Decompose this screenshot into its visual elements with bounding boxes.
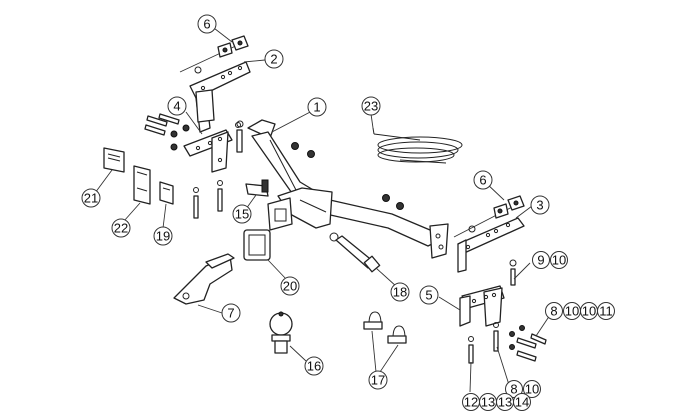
svg-text:4: 4 [173,99,180,114]
callout-6-left: 6 [197,14,217,34]
callout-23: 23 [361,96,381,116]
callout-group-9-10: 9 10 [532,251,568,269]
callout-10: 10 [563,302,581,320]
svg-text:13: 13 [498,395,512,410]
callout-8: 8 [505,380,523,398]
svg-text:15: 15 [235,207,249,222]
ball-mount [173,253,235,305]
tow-ball [269,311,293,354]
label-plates [103,147,174,205]
callout-2: 2 [264,49,284,69]
svg-text:5: 5 [425,288,432,303]
callout-18: 18 [390,282,410,302]
callout-6-right: 6 [473,170,493,190]
svg-text:20: 20 [283,279,297,294]
svg-text:12: 12 [464,395,478,410]
callout-13: 13 [496,393,514,411]
callout-22: 22 [111,218,131,238]
svg-text:18: 18 [393,285,407,300]
svg-text:6: 6 [479,173,486,188]
callout-4: 4 [167,96,187,116]
callout-7: 7 [221,303,241,323]
svg-text:23: 23 [364,99,378,114]
callout-9: 9 [532,251,550,269]
callout-19: 19 [153,226,173,246]
svg-text:11: 11 [599,304,613,319]
leader-lines [94,24,551,393]
svg-text:3: 3 [536,198,543,213]
right-upper-bracket [457,217,525,273]
svg-text:19: 19 [156,229,170,244]
callout-10: 10 [523,380,541,398]
callout-12: 12 [462,393,480,411]
svg-text:8: 8 [550,304,557,319]
svg-text:10: 10 [582,304,596,319]
callout-17: 17 [368,370,388,390]
svg-text:2: 2 [270,52,277,67]
svg-text:7: 7 [227,306,234,321]
left-lower-bracket [183,89,233,173]
flange-nuts [236,120,404,210]
left-fish-wire-nut-plate [179,35,249,74]
callout-group-8-10-10-11: 8 10 10 11 [545,302,615,320]
callout-14: 14 [513,393,531,411]
svg-text:6: 6 [203,17,210,32]
callout-1: 1 [307,97,327,117]
callout-group-12-13-13-14: 12 13 13 14 [462,393,531,411]
svg-text:17: 17 [371,373,385,388]
right-fish-wire-nut-plate [453,195,525,238]
svg-text:16: 16 [307,359,321,374]
safety-shackles [363,311,407,344]
svg-text:10: 10 [565,304,579,319]
right-bolts [468,259,547,364]
electrical-bracket [245,179,269,197]
right-lower-bracket [459,285,505,327]
callout-20: 20 [280,276,300,296]
callout-16: 16 [304,356,324,376]
svg-text:22: 22 [114,221,128,236]
svg-text:14: 14 [515,395,529,410]
callout-21: 21 [81,188,101,208]
svg-text:10: 10 [552,253,566,268]
svg-text:9: 9 [537,253,544,268]
left-bolts [144,113,241,219]
svg-text:21: 21 [84,191,98,206]
svg-text:1: 1 [313,100,320,115]
callout-5: 5 [419,285,439,305]
svg-text:10: 10 [525,382,539,397]
callout-13: 13 [479,393,497,411]
callout-10: 10 [550,251,568,269]
callout-11: 11 [597,302,615,320]
callout-10: 10 [580,302,598,320]
wiring-harness [372,127,463,164]
svg-text:13: 13 [481,395,495,410]
callout-8: 8 [545,302,563,320]
receiver-cover [243,229,271,261]
svg-text:8: 8 [510,382,517,397]
callout-3: 3 [530,195,550,215]
callout-15: 15 [232,204,252,224]
hitch-pin [329,232,381,273]
callout-group-8-10: 8 10 [505,380,541,398]
hitch-crossbar [247,119,449,259]
